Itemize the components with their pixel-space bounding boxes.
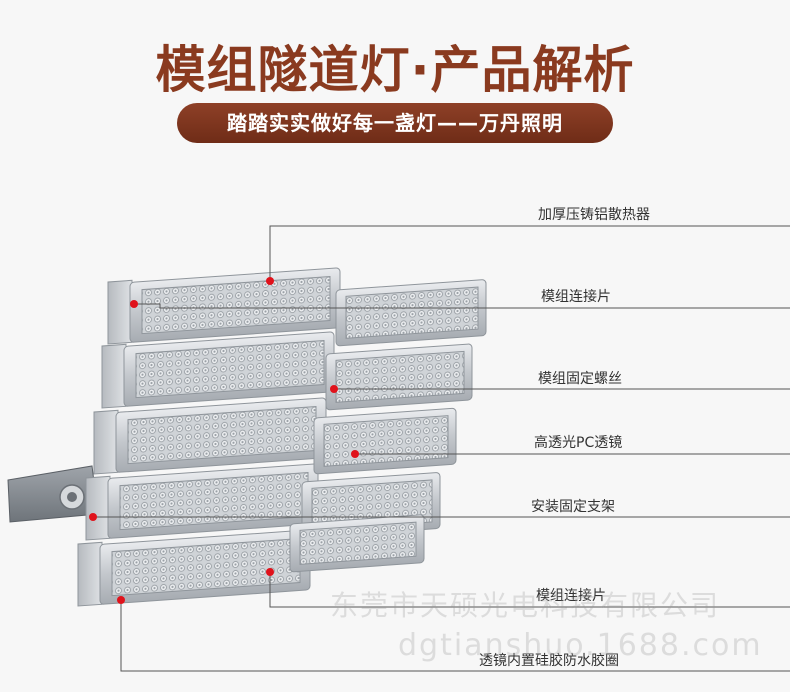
callout-bracket: 安装固定支架	[531, 499, 615, 515]
watermark-site: dgtianshuo.1688.com	[398, 628, 763, 663]
watermark-company: 东莞市天硕光电科技有限公司	[330, 589, 721, 622]
marker-lens	[351, 450, 359, 458]
leader-lines	[93, 225, 790, 672]
page-title: 模组隧道灯·产品解析	[155, 41, 635, 99]
callout-connector-bottom: 模组连接片	[536, 588, 606, 604]
marker-bracket	[89, 513, 97, 521]
marker-screw	[330, 385, 338, 393]
marker-connector-bottom	[266, 568, 274, 576]
callout-connector-top: 模组连接片	[541, 289, 611, 305]
marker-gasket	[117, 596, 125, 604]
callout-screw: 模组固定螺丝	[538, 371, 622, 387]
leader-line-heatsink	[269, 225, 790, 280]
callout-heatsink: 加厚压铸铝散热器	[538, 207, 650, 223]
leader-line-gasket	[120, 600, 790, 672]
marker-heatsink	[266, 277, 274, 285]
subtitle-banner: 踏踏实实做好每一盏灯——万丹照明	[177, 103, 613, 143]
mounting-bracket	[7, 465, 99, 523]
callout-gasket: 透镜内置硅胶防水胶圈	[479, 653, 619, 669]
leader-line-connector-top	[134, 303, 790, 309]
callout-lens: 高透光PC透镜	[534, 435, 623, 451]
module-column-right	[289, 279, 487, 573]
leader-line-connector-bottom	[269, 573, 790, 608]
marker-dots	[89, 277, 359, 604]
module-column-left	[77, 267, 341, 607]
marker-connector-top	[130, 300, 138, 308]
